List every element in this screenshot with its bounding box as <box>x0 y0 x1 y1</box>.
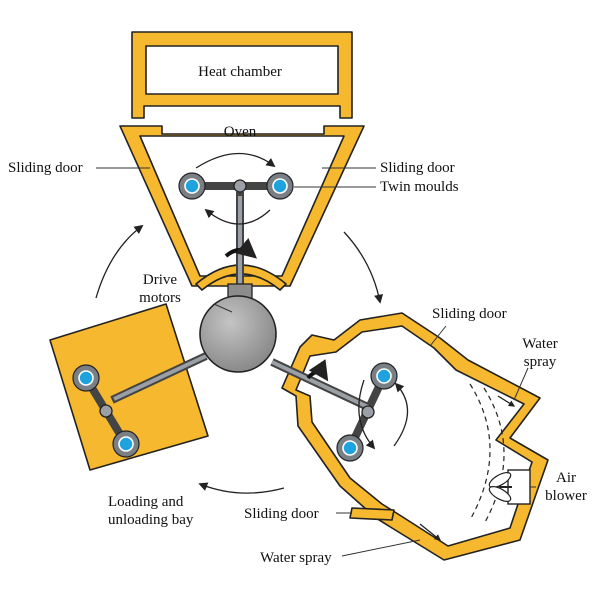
arm-pivots <box>99 179 375 419</box>
label-water-spray-top-line2: spray <box>524 354 557 370</box>
cycle-arrow-load-to-oven <box>95 224 144 299</box>
cool-rotation-arrow-right <box>393 382 409 447</box>
oven-rotation-arrow-top <box>195 152 276 169</box>
oven-rotation-arrow-bottom <box>204 208 271 225</box>
mould-load-top <box>72 364 100 392</box>
cooling-station <box>281 312 549 561</box>
loading-bay <box>49 303 209 471</box>
water-spray-arrow-bottom <box>419 523 442 541</box>
label-water-spray-top-line1: Water <box>522 336 557 352</box>
cycle-arrow-cool-to-load <box>198 482 285 494</box>
cooling-bottom-door <box>349 507 395 521</box>
label-sliding-door-right: Sliding door <box>380 160 455 176</box>
oven-bottom-door <box>195 264 287 291</box>
leader-water-spray-top <box>513 367 529 401</box>
label-drive-line2: motors <box>139 290 181 306</box>
mould-load-bottom <box>112 430 140 458</box>
cool-motor-torque-arrow <box>306 359 329 382</box>
air-blower <box>488 469 531 505</box>
mould-cool-bottom <box>336 434 364 462</box>
mould-cool-top <box>370 362 398 390</box>
label-sliding-door-cooling: Sliding door <box>432 306 507 322</box>
leader-drive-motors <box>213 303 233 313</box>
label-sliding-door-left: Sliding door <box>8 160 83 176</box>
oven-motor-torque-arrow <box>224 237 258 259</box>
cool-rotation-arrow-left <box>358 379 376 450</box>
label-air-blower-line1: Air <box>556 470 576 486</box>
mould-oven-left <box>178 172 206 200</box>
cycle-arrow-oven-to-cool <box>343 231 384 304</box>
drive-motor-hub <box>199 295 277 373</box>
label-drive-line1: Drive <box>143 272 177 288</box>
water-spray-arrow-top <box>497 395 516 407</box>
label-loading-line1: Loading and <box>108 494 184 510</box>
label-oven: Oven <box>224 124 257 140</box>
mould-oven-right <box>266 172 294 200</box>
leader-water-spray-bottom <box>341 539 421 557</box>
heat-chamber-box <box>145 45 339 95</box>
moulds <box>72 172 398 462</box>
label-twin-moulds: Twin moulds <box>380 179 459 195</box>
leader-sliding-door-cooling <box>429 325 447 347</box>
label-loading-line2: unloading bay <box>108 512 194 528</box>
label-air-blower-line2: blower <box>545 488 587 504</box>
label-heat-chamber: Heat chamber <box>198 64 282 80</box>
cooling-chamber <box>295 325 533 547</box>
label-sliding-door-bottom: Sliding door <box>244 506 319 522</box>
loading-platform <box>49 303 209 471</box>
label-water-spray-bottom: Water spray <box>260 550 332 566</box>
